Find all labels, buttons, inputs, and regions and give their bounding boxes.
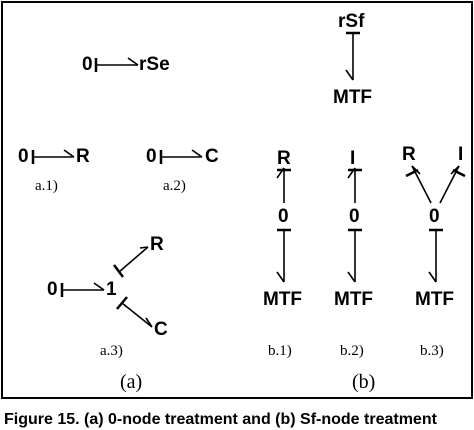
figure-caption: Figure 15. (a) 0-node treatment and (b) …: [4, 411, 438, 428]
a2-c-element: C: [205, 146, 219, 167]
a3-c-element: C: [154, 319, 168, 340]
b2-i-element: I: [350, 148, 355, 169]
bond-a2: 0 C a.2): [146, 146, 219, 194]
a1-zero-node: 0: [18, 146, 29, 167]
a1-r-element: R: [76, 146, 90, 167]
b1-label: b.1): [268, 343, 292, 359]
b3-mtf: MTF: [415, 289, 454, 310]
a3-r-element: R: [150, 234, 164, 255]
a3-zero-node: 0: [47, 279, 58, 300]
a2-zero-node: 0: [146, 146, 157, 167]
rsf-source: rSf: [338, 11, 365, 32]
a2-label: a.2): [163, 178, 186, 194]
bond-rsf-mtf: rSf MTF: [333, 11, 372, 108]
a3-one-junction: 1: [106, 279, 117, 300]
b2-zero-junction: 0: [349, 206, 360, 227]
bond-b2: I 0 MTF b.2): [334, 148, 373, 359]
b2-mtf: MTF: [334, 289, 373, 310]
b1-r-element: R: [277, 148, 291, 169]
panel-a-label: (a): [120, 371, 142, 393]
b3-zero-junction: 0: [429, 206, 440, 227]
b1-mtf: MTF: [263, 289, 302, 310]
b1-zero-junction: 0: [278, 206, 289, 227]
bond-zero-rse: 0 rSe: [82, 54, 170, 75]
rse-zero-node: 0: [82, 54, 93, 75]
mtf-top: MTF: [333, 87, 372, 108]
a1-label: a.1): [35, 178, 58, 194]
bond-a3: 0 1 R C a.3): [47, 234, 168, 359]
a3-label: a.3): [100, 343, 123, 359]
b2-label: b.2): [340, 343, 364, 359]
bond-a1: 0 R a.1): [18, 146, 90, 194]
rse-element: rSe: [139, 54, 170, 75]
b3-r-element: R: [402, 144, 416, 165]
b3-i-element: I: [458, 144, 463, 165]
bond-b1: R 0 MTF b.1): [263, 148, 302, 359]
bond-b3: R I 0 MTF b.3): [402, 144, 466, 359]
panel-b-label: (b): [352, 371, 375, 393]
figure-frame: [1, 1, 473, 399]
b3-label: b.3): [420, 343, 444, 359]
